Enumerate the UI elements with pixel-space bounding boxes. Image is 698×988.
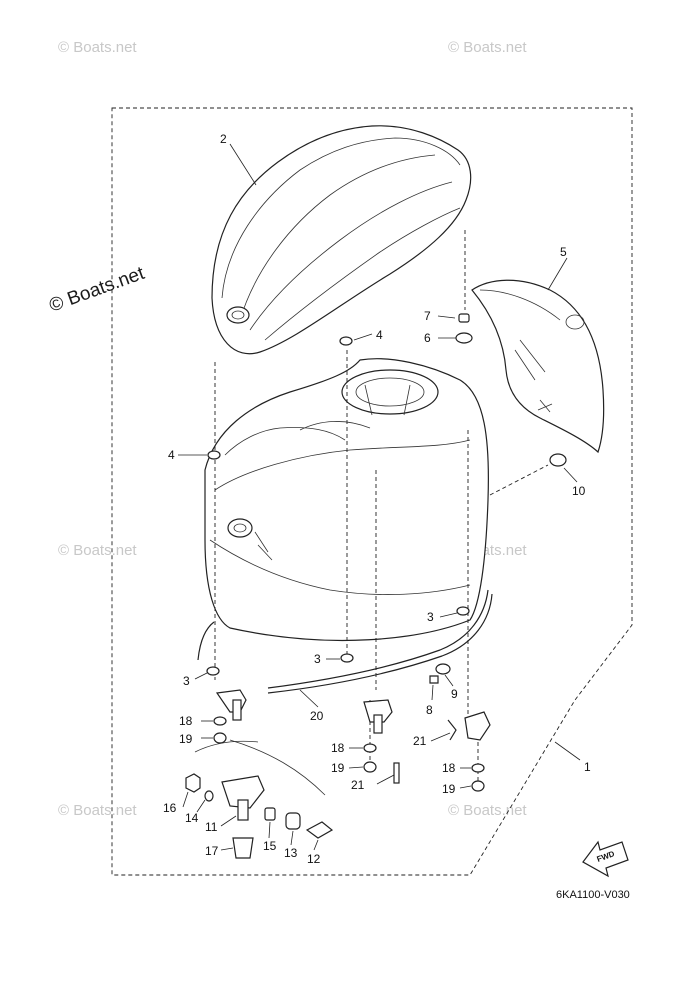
callout-1: 1 xyxy=(584,760,591,774)
callout-21: 21 xyxy=(351,778,365,792)
leader-lines xyxy=(178,143,581,851)
callout-16: 16 xyxy=(163,801,177,815)
callout-5: 5 xyxy=(560,245,567,259)
assembly-boundary xyxy=(111,107,633,876)
callout-17: 17 xyxy=(205,844,219,858)
watermark: © Boats.net xyxy=(58,542,137,559)
callout-18: 18 xyxy=(442,761,456,775)
diagram-code: 6KA1100-V030 xyxy=(556,889,630,901)
installation-guides xyxy=(214,230,549,790)
top-cowling-cover xyxy=(211,125,472,355)
callout-6: 6 xyxy=(424,331,431,345)
watermark: © Boats.net xyxy=(448,802,527,819)
callout-8: 8 xyxy=(426,703,433,717)
watermark: © Boats.net xyxy=(58,39,137,56)
watermark-large: © Boats.net xyxy=(47,263,148,317)
callout-3: 3 xyxy=(314,652,321,666)
watermark: © Boats.net xyxy=(448,39,527,56)
callout-19: 19 xyxy=(179,732,193,746)
callout-7: 7 xyxy=(424,309,431,323)
callout-9: 9 xyxy=(451,687,458,701)
callout-numbers: 2 5 7 6 4 4 10 3 3 3 9 8 20 18 19 18 19 … xyxy=(163,132,591,866)
callout-10: 10 xyxy=(572,484,586,498)
callout-19: 19 xyxy=(442,782,456,796)
callout-11: 11 xyxy=(205,820,218,834)
watermark: © Boats.net xyxy=(58,802,137,819)
callout-21: 21 xyxy=(413,734,427,748)
callout-14: 14 xyxy=(185,811,199,825)
callout-18: 18 xyxy=(331,741,345,755)
small-parts xyxy=(185,313,567,859)
callout-20: 20 xyxy=(310,709,324,723)
side-apron xyxy=(471,279,605,454)
callout-4: 4 xyxy=(376,328,383,342)
callout-12: 12 xyxy=(307,852,321,866)
callout-19: 19 xyxy=(331,761,345,775)
callout-4: 4 xyxy=(168,448,175,462)
forward-direction-arrow: FWD xyxy=(582,840,629,878)
callout-2: 2 xyxy=(220,132,227,146)
callout-3: 3 xyxy=(183,674,190,688)
callout-18: 18 xyxy=(179,714,193,728)
callout-15: 15 xyxy=(263,839,277,853)
callout-13: 13 xyxy=(284,846,298,860)
callout-3: 3 xyxy=(427,610,434,624)
